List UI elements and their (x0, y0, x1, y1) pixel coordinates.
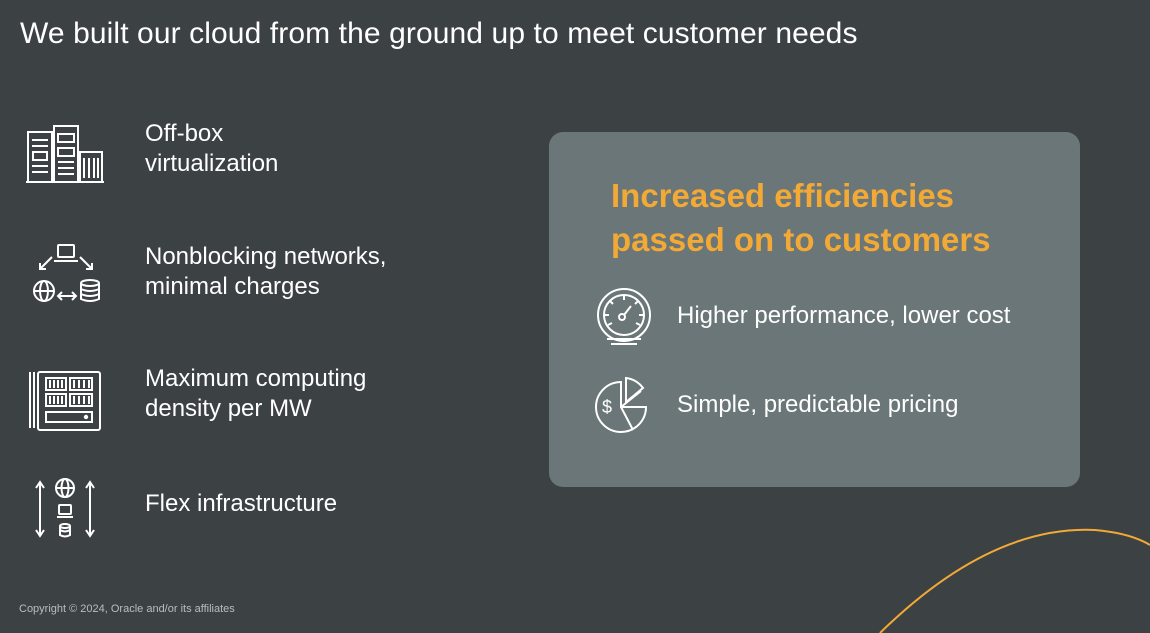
feature-line: virtualization (145, 150, 279, 177)
feature-nonblocking-networks: Nonblocking networks, minimal charges (26, 241, 486, 311)
feature-line: density per MW (145, 395, 312, 422)
copyright-notice: Copyright © 2024, Oracle and/or its affi… (19, 603, 235, 615)
panel-heading-line: passed on to customers (611, 221, 991, 258)
network-cycle-icon (26, 241, 106, 311)
benefit-higher-performance: Higher performance, lower cost (593, 287, 1053, 351)
data-center-buildings-icon (26, 122, 106, 192)
speedometer-icon (593, 287, 655, 349)
feature-line: minimal charges (145, 273, 320, 300)
feature-maximum-computing-density: Maximum computing density per MW (26, 365, 486, 436)
feature-flex-infrastructure: Flex infrastructure (26, 474, 486, 544)
benefit-label: Simple, predictable pricing (677, 391, 959, 418)
slide-title: We built our cloud from the ground up to… (20, 17, 858, 50)
flex-scale-icon (26, 474, 106, 544)
feature-line: Off-box (145, 120, 224, 147)
efficiency-panel: Increased efficiencies passed on to cust… (549, 132, 1080, 487)
feature-line: Nonblocking networks, (145, 243, 387, 270)
feature-line: Maximum computing (145, 365, 367, 392)
feature-line: Flex infrastructure (145, 490, 338, 517)
feature-off-box-virtualization: Off-box virtualization (26, 120, 486, 192)
benefit-label: Higher performance, lower cost (677, 302, 1011, 329)
panel-heading-line: Increased efficiencies (611, 177, 955, 214)
server-rack-icon (26, 366, 106, 436)
pricing-pie-icon: $ (593, 376, 655, 438)
svg-text:$: $ (602, 397, 612, 417)
panel-heading: Increased efficiencies passed on to cust… (611, 174, 991, 262)
benefit-simple-pricing: $ Simple, predictable pricing (593, 376, 1053, 440)
